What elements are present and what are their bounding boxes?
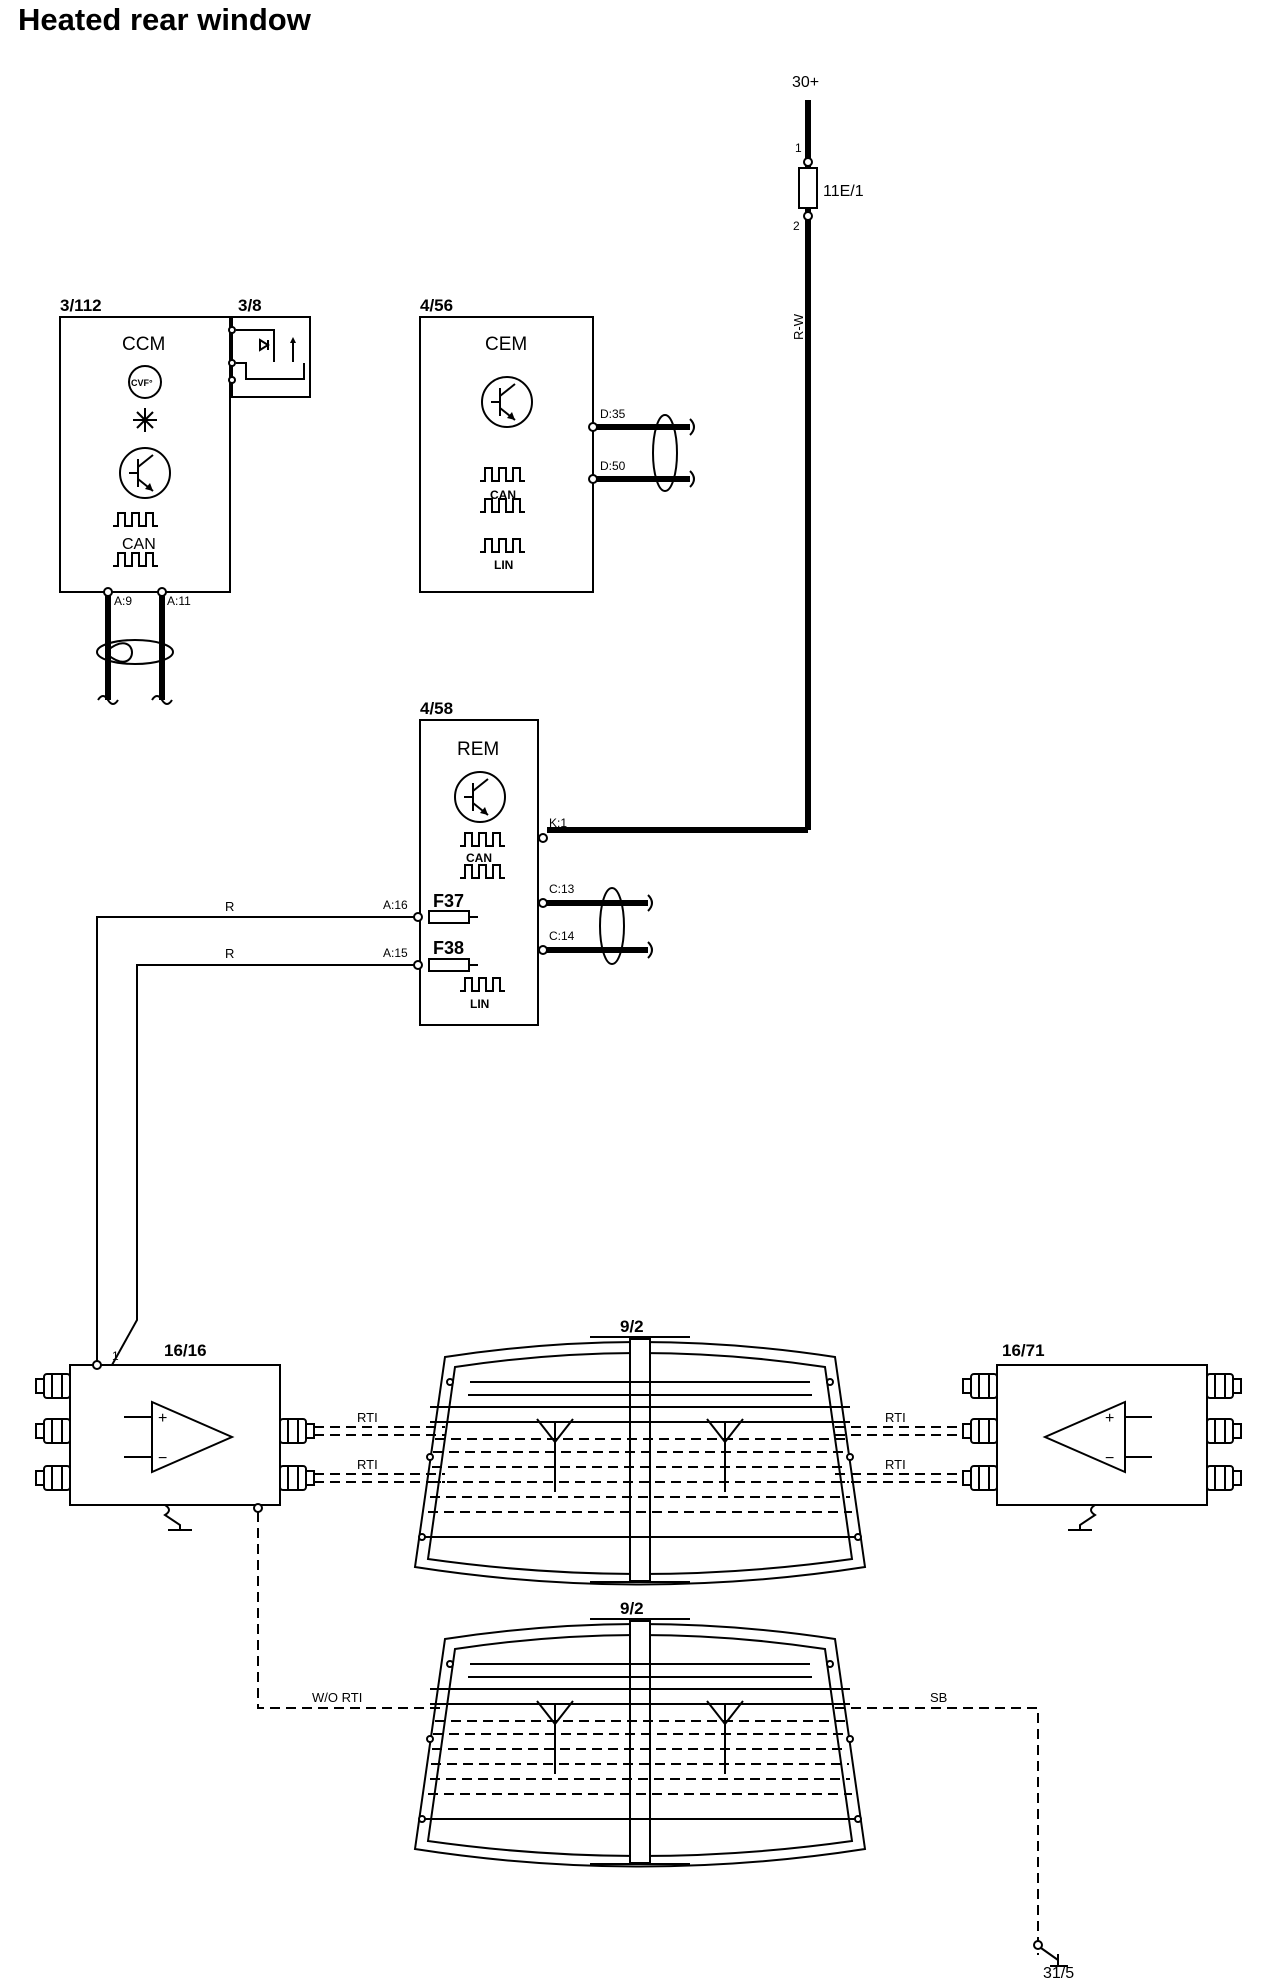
wire-label-wo-rti: W/O RTI	[312, 1690, 362, 1705]
amp-left-minus: −	[158, 1450, 167, 1467]
amplifier-icon	[124, 1400, 235, 1474]
rem-fuse-f37: F37	[433, 891, 464, 911]
wire-label-rti-2: RTI	[357, 1457, 378, 1472]
wire-label-rti-1: RTI	[357, 1410, 378, 1425]
rem-pin-k1: K:1	[549, 816, 567, 830]
connector-icon	[35, 1373, 71, 1399]
fuse-pin-top: 1	[795, 141, 802, 155]
cem-name: CEM	[485, 334, 527, 355]
window-upper-id: 9/2	[620, 1317, 644, 1336]
amp-left-pin-1: 1	[112, 1349, 119, 1363]
wire-label-r1: R	[225, 899, 234, 914]
amp-right-minus: −	[1105, 1450, 1114, 1467]
amp-left-plus: +	[158, 1410, 167, 1427]
wire-label-rti-4: RTI	[885, 1457, 906, 1472]
ground-icon	[163, 1504, 192, 1531]
connector-icon	[35, 1465, 71, 1491]
wire-label-rti-3: RTI	[885, 1410, 906, 1425]
wire-label-rw: R-W	[791, 313, 806, 340]
heated-window-upper	[415, 1337, 865, 1585]
connector-icon	[962, 1373, 998, 1399]
page-title: Heated rear window	[18, 2, 311, 37]
ground-icon	[1040, 1947, 1068, 1967]
rem-pin-a16: A:16	[383, 898, 408, 912]
cem-lin-label: LIN	[494, 558, 513, 572]
connector-icon	[1206, 1465, 1242, 1491]
cem-pin-d50: D:50	[600, 459, 626, 473]
ccm-acc-symbol: CVF°	[131, 378, 153, 388]
ccm-can-label: CAN	[122, 536, 156, 553]
fuse-pin-bottom: 2	[793, 219, 800, 233]
supply-label: 30+	[792, 74, 819, 91]
fuse-11e1	[798, 167, 818, 209]
cem-pin-d35: D:35	[600, 407, 626, 421]
connector-icon	[35, 1418, 71, 1444]
amp-right-plus: +	[1105, 1410, 1114, 1427]
rem-pin-a15: A:15	[383, 946, 408, 960]
ccm-name: CCM	[122, 334, 165, 355]
heated-window-lower	[415, 1619, 865, 1867]
rem-pin-c14: C:14	[549, 929, 575, 943]
ground-label: 31/5	[1043, 1965, 1074, 1980]
rem-can-label: CAN	[466, 851, 492, 865]
snowflake-icon	[133, 408, 157, 432]
ground-icon	[1068, 1504, 1097, 1531]
connector-icon	[279, 1465, 315, 1491]
amp-right-id: 16/71	[1002, 1341, 1045, 1360]
connector-icon	[962, 1465, 998, 1491]
cem-can-label: CAN	[490, 488, 516, 502]
fuse-label: 11E/1	[823, 183, 864, 200]
wire-label-sb: SB	[930, 1690, 947, 1705]
rem-id: 4/58	[420, 699, 453, 718]
amplifier-icon	[1042, 1400, 1152, 1474]
rem-pin-c13: C:13	[549, 882, 575, 896]
amp-left-id: 16/16	[164, 1341, 207, 1360]
amp-right-module	[996, 1364, 1208, 1506]
ccm-module	[59, 316, 231, 593]
connector-icon	[962, 1418, 998, 1444]
cem-id: 4/56	[420, 296, 453, 315]
amp-left-module	[69, 1364, 281, 1506]
connector-icon	[279, 1418, 315, 1444]
rem-lin-label: LIN	[470, 997, 489, 1011]
wire-label-r2: R	[225, 946, 234, 961]
ccm-id: 3/112	[60, 296, 102, 315]
connector-icon	[1206, 1373, 1242, 1399]
ccm-pin-a11: A:11	[167, 594, 191, 608]
window-lower-id: 9/2	[620, 1599, 644, 1618]
ccm-pin-a9: A:9	[114, 594, 132, 608]
rem-name: REM	[457, 739, 499, 760]
rem-fuse-f38: F38	[433, 938, 464, 958]
connector-icon	[1206, 1418, 1242, 1444]
sensor-id: 3/8	[238, 296, 262, 315]
